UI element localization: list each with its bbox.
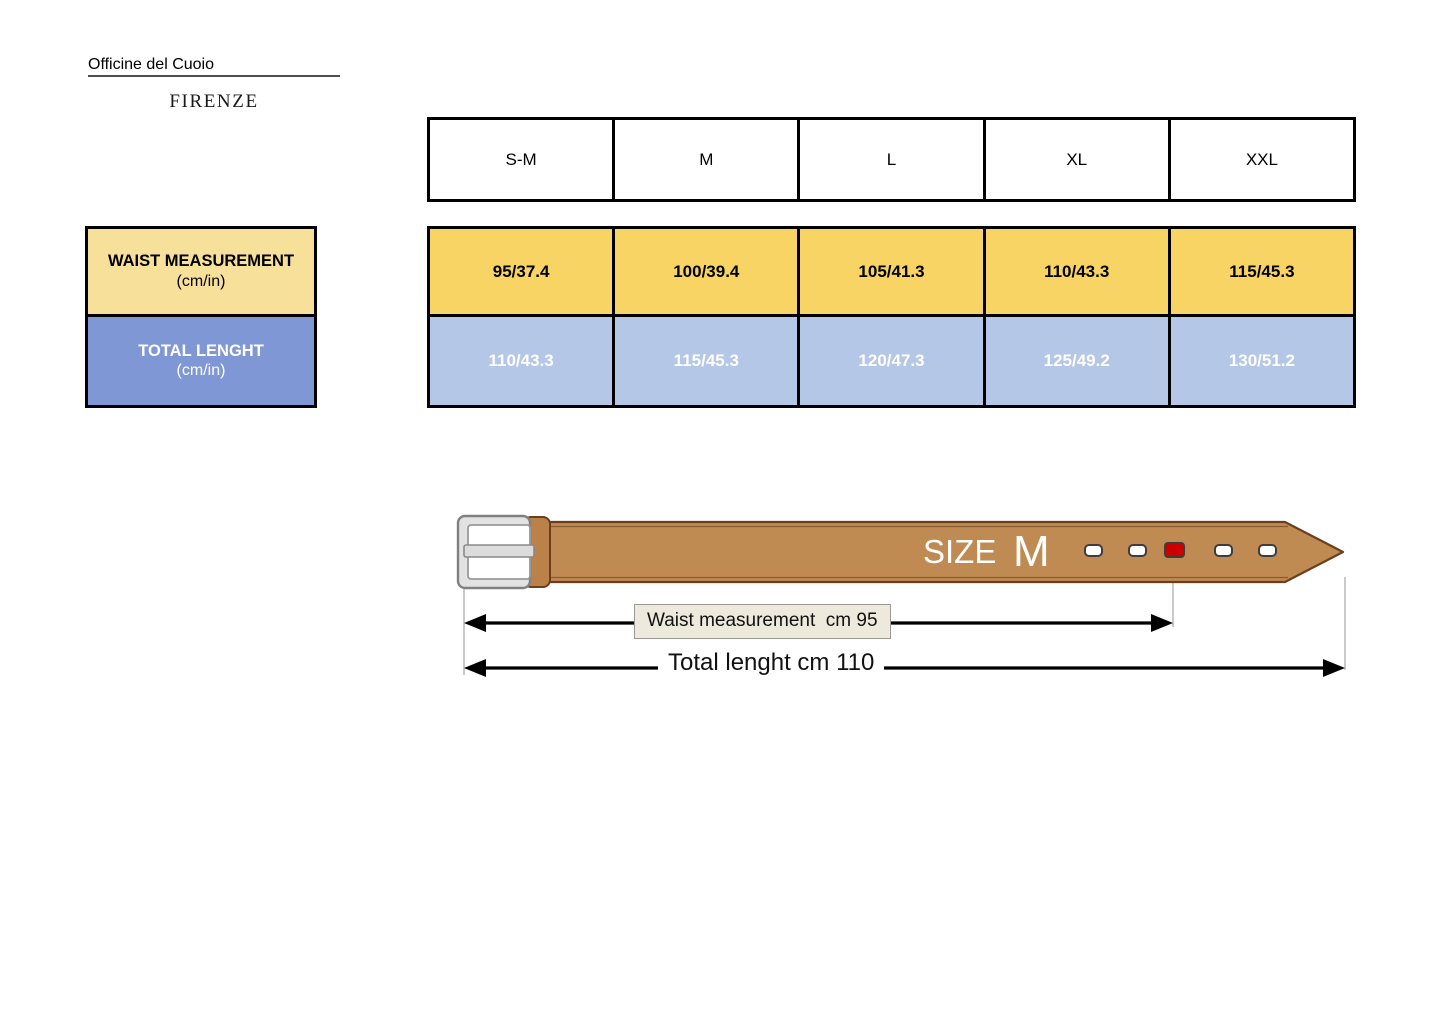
measurement-data-table: 95/37.4 110/43.3 100/39.4 115/45.3 105/4… — [427, 226, 1356, 408]
total-length-value-cell: 125/49.2 — [985, 317, 1168, 405]
row-label-block: WAIST MEASUREMENT (cm/in) TOTAL LENGHT (… — [85, 226, 317, 408]
brand-subtitle: FIRENZE — [169, 91, 259, 112]
data-column-4: 110/43.3 125/49.2 — [985, 229, 1171, 405]
waist-value-cell: 115/45.3 — [1170, 229, 1354, 317]
belt-hole — [1258, 544, 1277, 557]
belt-diagram: SIZE M — [440, 495, 1380, 695]
belt-size-letter-text: M — [1013, 527, 1050, 576]
belt-hole — [1084, 544, 1103, 557]
row-label-waist-title: WAIST MEASUREMENT — [107, 252, 295, 271]
total-length-callout: Total lenght cm 110 — [658, 647, 885, 679]
size-header-cell: L — [800, 120, 983, 199]
waist-value-cell: 95/37.4 — [430, 229, 613, 317]
waist-measurement-callout: Waist measurement cm 95 — [634, 604, 891, 639]
size-column-3: L — [800, 120, 986, 199]
brand-underline-divider — [88, 75, 340, 77]
brand-logo: Officine del Cuoio FIRENZE — [88, 56, 348, 113]
row-label-waist-unit: (cm/in) — [176, 272, 226, 290]
data-column-3: 105/41.3 120/47.3 — [800, 229, 986, 405]
size-header-cell: XL — [985, 120, 1168, 199]
data-column-2: 100/39.4 115/45.3 — [615, 229, 801, 405]
row-label-total-length: TOTAL LENGHT (cm/in) — [88, 317, 314, 405]
size-column-5: XXL — [1170, 120, 1354, 199]
brand-name: Officine del Cuoio — [88, 56, 214, 73]
data-column-5: 115/45.3 130/51.2 — [1170, 229, 1354, 405]
total-length-value-cell: 120/47.3 — [800, 317, 983, 405]
row-label-total-unit: (cm/in) — [176, 362, 226, 380]
size-column-4: XL — [985, 120, 1171, 199]
belt-hole — [1128, 544, 1147, 557]
data-column-1: 95/37.4 110/43.3 — [430, 229, 616, 405]
belt-hole-highlighted — [1164, 542, 1185, 558]
size-header-cell: S-M — [430, 120, 613, 199]
size-column-2: M — [615, 120, 801, 199]
total-length-dimension-line — [464, 659, 1345, 677]
size-header-cell: M — [615, 120, 798, 199]
row-label-total-title: TOTAL LENGHT — [138, 341, 264, 360]
buckle-prong-bar — [463, 544, 535, 558]
belt-hole — [1214, 544, 1233, 557]
waist-value-cell: 100/39.4 — [615, 229, 798, 317]
size-header-table: S-M M L XL XXL — [427, 117, 1356, 202]
size-header-cell: XXL — [1170, 120, 1354, 199]
total-length-value-cell: 130/51.2 — [1170, 317, 1354, 405]
size-column-1: S-M — [430, 120, 616, 199]
total-length-value-cell: 110/43.3 — [430, 317, 613, 405]
waist-value-cell: 105/41.3 — [800, 229, 983, 317]
waist-value-cell: 110/43.3 — [985, 229, 1168, 317]
row-label-waist-measurement: WAIST MEASUREMENT (cm/in) — [88, 229, 314, 317]
belt-size-prefix-text: SIZE — [923, 533, 996, 570]
total-length-value-cell: 115/45.3 — [615, 317, 798, 405]
